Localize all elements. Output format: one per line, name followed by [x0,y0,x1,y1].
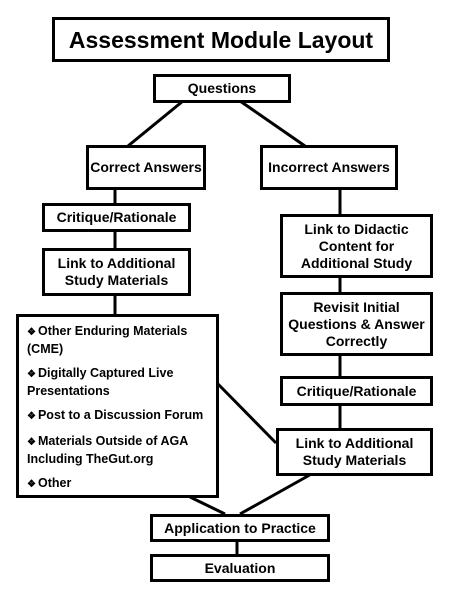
edge-materials-link-right [216,382,278,445]
page-title: Assessment Module Layout [52,17,390,62]
diamond-bullet-icon: ❖ [27,369,36,380]
node-correct-answers: Correct Answers [86,145,206,190]
diamond-bullet-icon: ❖ [27,327,36,338]
edge-materials-application [189,495,226,516]
diamond-bullet-icon: ❖ [27,411,36,422]
node-link-additional-study-left: Link to Additional Study Materials [42,248,191,296]
materials-list-box: ❖Other Enduring Materials (CME) ❖Digital… [16,314,219,498]
materials-item: ❖Other [27,476,72,490]
node-critique-rationale-right: Critique/Rationale [280,376,433,406]
materials-item: ❖Materials Outside of AGA Including TheG… [27,434,188,466]
node-revisit-initial-questions: Revisit Initial Questions & Answer Corre… [280,292,433,356]
materials-item: ❖Other Enduring Materials (CME) [27,324,188,356]
diamond-bullet-icon: ❖ [27,479,36,490]
edge-questions-correct [127,99,184,148]
node-link-additional-study-right: Link to Additional Study Materials [276,428,433,476]
diamond-bullet-icon: ❖ [27,437,36,448]
materials-item: ❖Post to a Discussion Forum [27,408,204,422]
edge-link-right-application [239,470,316,516]
node-incorrect-answers: Incorrect Answers [260,145,398,190]
node-critique-rationale-left: Critique/Rationale [42,203,191,232]
edge-questions-incorrect [239,99,306,148]
node-questions: Questions [153,74,291,103]
node-application-to-practice: Application to Practice [150,514,330,542]
node-evaluation: Evaluation [150,554,330,582]
materials-item: ❖Digitally Captured Live Presentations [27,366,174,398]
node-link-didactic-content: Link to Didactic Content for Additional … [280,214,433,278]
